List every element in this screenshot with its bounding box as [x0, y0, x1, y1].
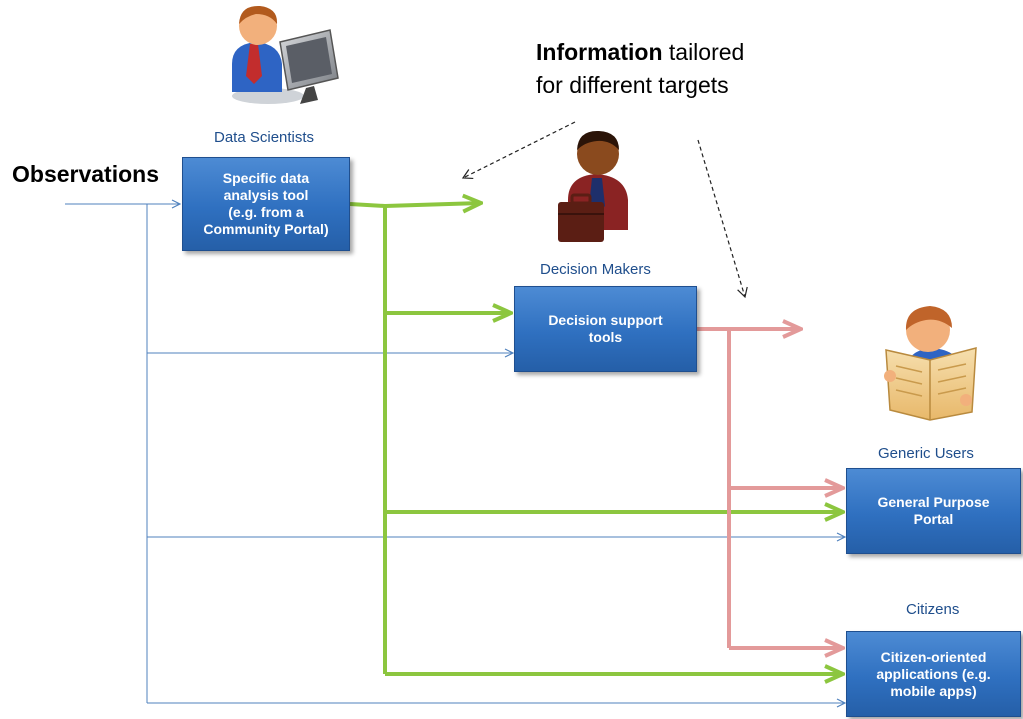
analysis-tool-box: Specific data analysis tool (e.g. from a… — [182, 157, 350, 251]
citizen-apps-box: Citizen-oriented applications (e.g. mobi… — [846, 631, 1021, 717]
data-scientist-computer-icon — [232, 5, 339, 104]
analysis-tool-output-lines — [349, 203, 843, 674]
headline-line-1-rest: tailored — [662, 39, 745, 65]
headline-line-2: for different targets — [536, 72, 729, 98]
headline-line-1: Information tailored — [536, 36, 744, 69]
role-label-decision-makers: Decision Makers — [540, 261, 651, 278]
role-label-data-scientists: Data Scientists — [214, 129, 315, 146]
role-label-citizens: Citizens — [906, 601, 960, 618]
observations-label: Observations — [12, 161, 159, 187]
decision-support-box: Decision support tools — [514, 286, 697, 372]
role-label-generic-users: Generic Users — [878, 445, 974, 462]
generic-user-newspaper-icon — [884, 306, 977, 421]
decision-maker-briefcase-icon — [558, 130, 628, 242]
headline-pointer-arrows — [461, 121, 748, 299]
general-portal-box: General Purpose Portal — [846, 468, 1021, 554]
headline-bold-word: Information — [536, 39, 663, 65]
headline: Information tailored for different targe… — [536, 36, 744, 102]
decision-support-output-lines — [697, 329, 843, 648]
